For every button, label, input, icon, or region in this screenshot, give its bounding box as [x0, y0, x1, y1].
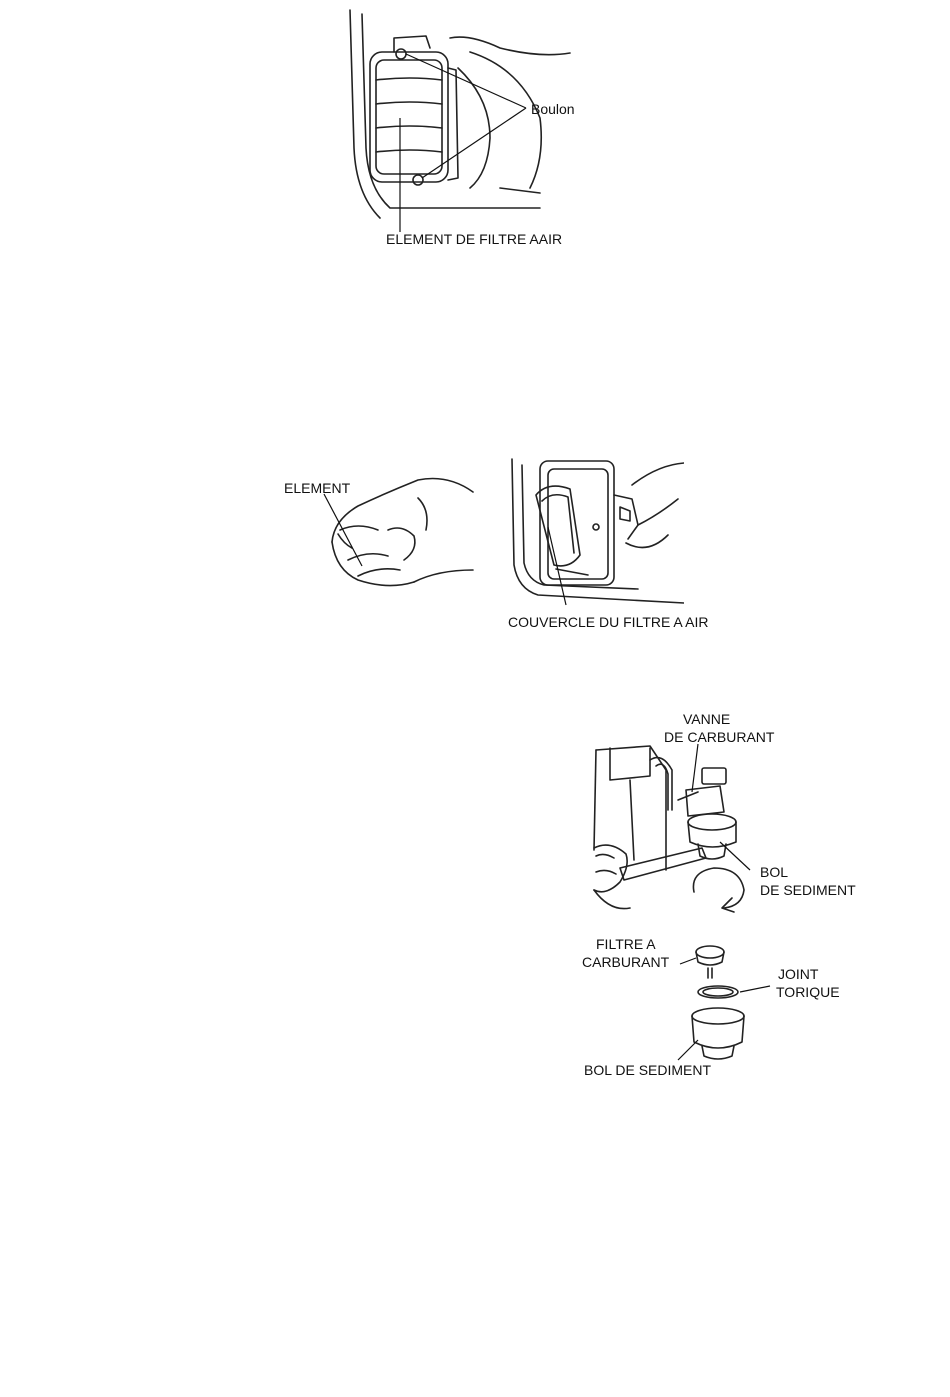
figure-fuel-valve-sediment-bowl — [590, 740, 780, 1066]
label-air-filter-cover: COUVERCLE DU FILTRE A AIR — [508, 614, 708, 630]
air-filter-housing-drawing — [340, 8, 600, 252]
label-o-ring-line1: JOINT — [778, 966, 818, 982]
label-fuel-valve-line1: VANNE — [683, 711, 730, 727]
label-fuel-filter-line2: CARBURANT — [582, 954, 669, 970]
label-sediment-bowl-bottom: BOL DE SEDIMENT — [584, 1062, 711, 1078]
figure-air-filter-cover — [508, 455, 684, 607]
label-bolt: Boulon — [531, 101, 575, 117]
fuel-valve-sediment-bowl-drawing — [590, 740, 780, 1066]
figure-air-filter-housing — [340, 8, 600, 252]
label-air-filter-element: ELEMENT DE FILTRE AAIR — [386, 231, 562, 247]
label-fuel-filter-line1: FILTRE A — [596, 936, 656, 952]
air-filter-cover-drawing — [508, 455, 684, 607]
label-sediment-bowl-top-line2: DE SEDIMENT — [760, 882, 856, 898]
label-o-ring-line2: TORIQUE — [776, 984, 840, 1000]
label-fuel-valve-line2: DE CARBURANT — [664, 729, 774, 745]
label-sediment-bowl-top-line1: BOL — [760, 864, 788, 880]
label-element: ELEMENT — [284, 480, 350, 496]
